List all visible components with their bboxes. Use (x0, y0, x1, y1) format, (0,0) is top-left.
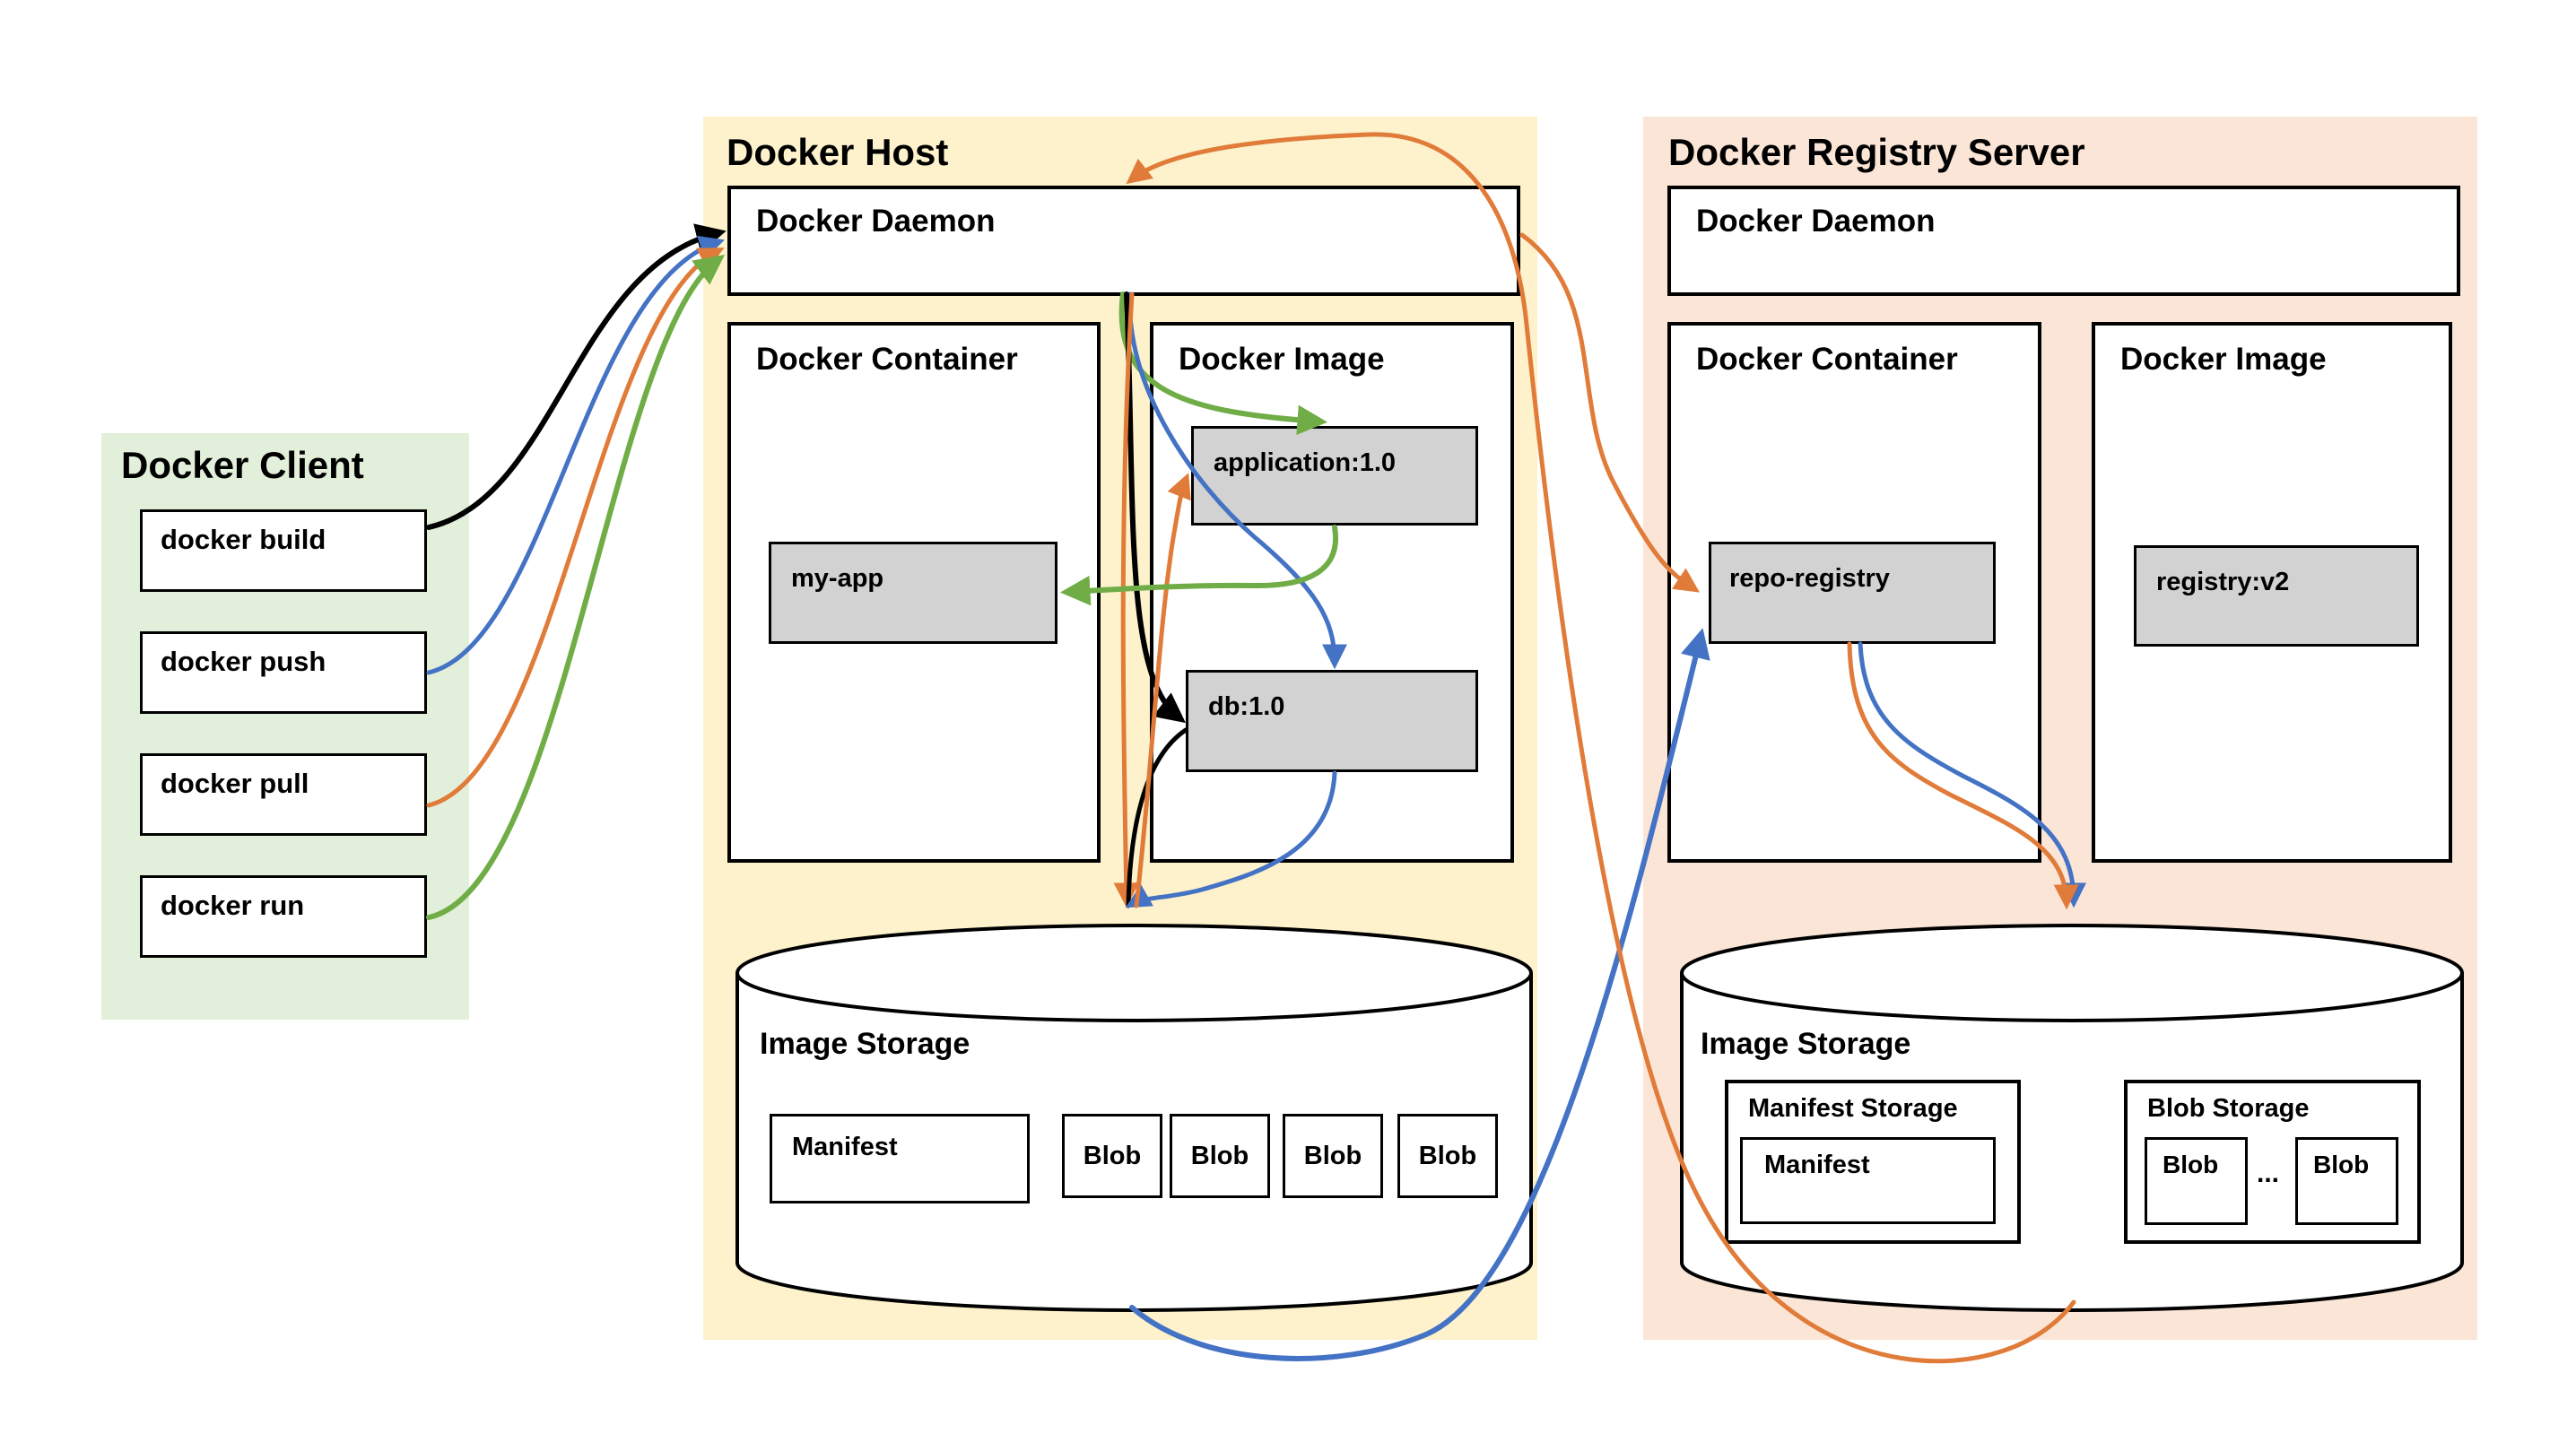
blob-storage-title: Blob Storage (2147, 1094, 2310, 1123)
registry-docker-daemon-box: Docker Daemon (1667, 186, 2460, 296)
docker-run-label: docker run (161, 890, 305, 921)
client-command-docker-build: docker build (140, 509, 427, 592)
host-blob-box-2: Blob (1170, 1114, 1270, 1198)
arrow-push-to-daemon (426, 235, 725, 675)
db-image-box: db:1.0 (1186, 670, 1478, 772)
host-blob-label-2: Blob (1190, 1141, 1249, 1170)
registry-docker-daemon-label: Docker Daemon (1696, 204, 1936, 239)
application-image-label: application:1.0 (1214, 448, 1397, 477)
registry-v2-box: registry:v2 (2134, 545, 2419, 647)
registry-docker-container-box: Docker Container repo-registry (1667, 322, 2041, 863)
host-docker-container-label: Docker Container (756, 342, 1018, 377)
registry-v2-label: registry:v2 (2156, 568, 2290, 596)
manifest-storage-title: Manifest Storage (1748, 1094, 1958, 1123)
host-blob-box-4: Blob (1397, 1114, 1498, 1198)
registry-manifest-label: Manifest (1764, 1151, 1870, 1179)
application-image-box: application:1.0 (1191, 426, 1478, 526)
host-blob-label-1: Blob (1083, 1141, 1142, 1170)
docker-host-title: Docker Host (727, 131, 949, 173)
arrow-pull-to-daemon (426, 248, 725, 808)
client-command-docker-pull: docker pull (140, 753, 427, 836)
arrow-build-to-daemon (426, 223, 727, 530)
host-image-storage-title: Image Storage (760, 1027, 970, 1061)
client-command-docker-run: docker run (140, 875, 427, 958)
docker-client-title: Docker Client (121, 444, 364, 486)
docker-push-label: docker push (161, 646, 326, 677)
host-docker-daemon-box: Docker Daemon (727, 186, 1520, 296)
registry-blob-box-1: Blob (2145, 1137, 2248, 1225)
host-manifest-box: Manifest (770, 1114, 1030, 1203)
blob-storage-box: Blob Storage Blob ... Blob (2124, 1080, 2421, 1244)
repo-registry-label: repo-registry (1729, 564, 1890, 593)
registry-blob-box-2: Blob (2295, 1137, 2398, 1225)
host-docker-image-label: Docker Image (1179, 342, 1385, 377)
host-blob-label-3: Blob (1303, 1141, 1362, 1170)
host-blob-box-1: Blob (1062, 1114, 1162, 1198)
host-blob-box-3: Blob (1283, 1114, 1383, 1198)
my-app-box: my-app (769, 542, 1057, 644)
blob-ellipsis: ... (2257, 1159, 2280, 1188)
docker-build-label: docker build (161, 524, 326, 555)
manifest-storage-box: Manifest Storage Manifest (1725, 1080, 2021, 1244)
host-docker-daemon-label: Docker Daemon (756, 204, 996, 239)
registry-blob-label-1: Blob (2163, 1151, 2219, 1178)
host-docker-container-box: Docker Container my-app (727, 322, 1101, 863)
registry-manifest-box: Manifest (1740, 1137, 1996, 1224)
repo-registry-box: repo-registry (1709, 542, 1996, 644)
host-manifest-label: Manifest (792, 1133, 898, 1161)
db-image-label: db:1.0 (1208, 692, 1285, 721)
registry-blob-label-2: Blob (2313, 1151, 2370, 1178)
client-command-docker-push: docker push (140, 631, 427, 714)
docker-pull-label: docker pull (161, 768, 309, 799)
arrow-run-to-daemon (426, 254, 726, 920)
host-docker-image-box: Docker Image application:1.0 db:1.0 (1150, 322, 1514, 863)
docker-registry-title: Docker Registry Server (1668, 131, 2085, 173)
registry-docker-container-label: Docker Container (1696, 342, 1958, 377)
registry-docker-image-box: Docker Image registry:v2 (2092, 322, 2452, 863)
my-app-label: my-app (791, 564, 884, 593)
host-blob-label-4: Blob (1418, 1141, 1477, 1170)
registry-docker-image-label: Docker Image (2120, 342, 2327, 377)
registry-image-storage-title: Image Storage (1701, 1027, 1911, 1061)
